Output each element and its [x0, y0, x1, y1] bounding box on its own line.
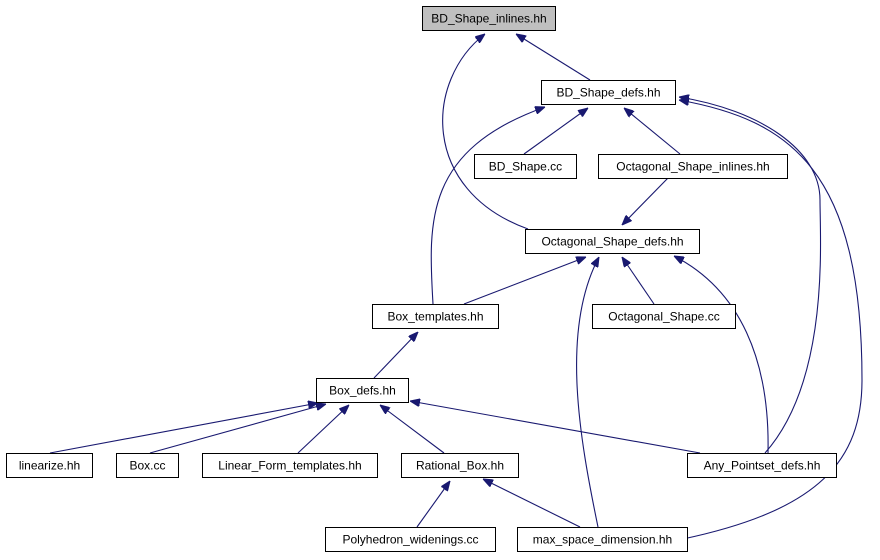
- edge-bd-shape-cc-to-bd-shape-defs: [523, 108, 588, 155]
- node-bd-shape-cc[interactable]: BD_Shape.cc: [474, 154, 577, 179]
- edge-line: [483, 479, 581, 528]
- edge-line: [410, 401, 701, 454]
- edge-max-space-dimension-to-rational-box: [483, 479, 581, 528]
- node-label: BD_Shape_defs.hh: [556, 86, 660, 100]
- node-label: Box_templates.hh: [387, 310, 483, 324]
- node-box: [116, 453, 179, 478]
- node-label: Linear_Form_templates.hh: [218, 459, 361, 473]
- node-octagonal-shape-inlines[interactable]: Octagonal_Shape_inlines.hh: [598, 154, 788, 179]
- edge-any-pointset-defs-to-box-defs: [410, 401, 701, 454]
- node-rational-box[interactable]: Rational_Box.hh: [401, 453, 519, 478]
- node-box-cc[interactable]: Box.cc: [116, 453, 179, 478]
- node-label: max_space_dimension.hh: [533, 533, 672, 547]
- node-label: Rational_Box.hh: [416, 459, 504, 473]
- edge-polyhedron-widenings-to-rational-box: [416, 481, 450, 528]
- edge-rational-box-to-box-defs: [380, 405, 445, 454]
- edge-line: [463, 257, 586, 305]
- node-linear-form-templates[interactable]: Linear_Form_templates.hh: [202, 453, 378, 478]
- edge-line: [516, 34, 591, 81]
- node-label: Polyhedron_widenings.cc: [342, 533, 478, 547]
- edge-bd-shape-defs-to-bd-shape-inlines: [516, 34, 591, 81]
- edge-line: [679, 100, 863, 540]
- edge-line: [380, 405, 445, 454]
- edge-box-cc-to-box-defs: [149, 404, 326, 454]
- node-label: BD_Shape_inlines.hh: [431, 12, 546, 26]
- edge-linear-form-templates-to-box-defs: [297, 405, 349, 454]
- node-box: [517, 527, 688, 552]
- edge-line: [297, 405, 349, 454]
- edges-layer: [49, 34, 863, 540]
- node-box: [474, 154, 577, 179]
- node-label: Octagonal_Shape.cc: [608, 310, 719, 324]
- edge-box-templates-to-octagonal-shape-defs: [463, 257, 586, 305]
- edge-line: [674, 256, 769, 454]
- node-label: linearize.hh: [19, 459, 80, 473]
- node-octagonal-shape-cc[interactable]: Octagonal_Shape.cc: [592, 304, 736, 329]
- edge-line: [416, 481, 450, 528]
- node-box: [598, 154, 788, 179]
- node-octagonal-shape-defs[interactable]: Octagonal_Shape_defs.hh: [525, 229, 700, 254]
- node-label: Box.cc: [129, 459, 165, 473]
- edge-linearize-to-box-defs: [49, 403, 318, 454]
- node-box: [325, 527, 496, 552]
- edge-line: [442, 34, 529, 230]
- node-box-defs[interactable]: Box_defs.hh: [316, 378, 409, 403]
- edge-max-space-dimension-to-bd-shape-defs: [679, 100, 863, 540]
- edge-line: [430, 107, 545, 305]
- edge-line: [679, 97, 822, 454]
- node-polyhedron-widenings[interactable]: Polyhedron_widenings.cc: [325, 527, 496, 552]
- edge-line: [373, 332, 418, 379]
- edge-box-templates-to-bd-shape-defs: [430, 107, 545, 305]
- node-box: [401, 453, 519, 478]
- edge-box-defs-to-box-templates: [373, 332, 418, 379]
- node-box: [687, 453, 837, 478]
- node-bd-shape-defs[interactable]: BD_Shape_defs.hh: [541, 80, 676, 105]
- edge-max-space-dimension-to-octagonal-shape-defs: [576, 257, 599, 528]
- edge-octagonal-shape-defs-to-bd-shape-inlines: [442, 34, 529, 230]
- node-linearize[interactable]: linearize.hh: [6, 453, 93, 478]
- node-box: [422, 6, 556, 31]
- edge-line: [622, 257, 655, 305]
- node-label: Octagonal_Shape_inlines.hh: [616, 160, 769, 174]
- edge-line: [624, 108, 681, 155]
- edge-octagonal-shape-inlines-to-octagonal-shape-defs: [622, 177, 669, 225]
- node-box: [541, 80, 676, 105]
- node-box: [525, 229, 700, 254]
- node-box: [316, 378, 409, 403]
- edge-any-pointset-defs-to-octagonal-shape-defs: [674, 256, 769, 454]
- edge-line: [149, 404, 326, 454]
- node-box-templates[interactable]: Box_templates.hh: [372, 304, 499, 329]
- edge-line: [523, 108, 588, 155]
- nodes-layer: BD_Shape_inlines.hhBD_Shape_defs.hhBD_Sh…: [6, 6, 837, 552]
- edge-octagonal-shape-inlines-to-bd-shape-defs: [624, 108, 681, 155]
- edge-line: [576, 257, 599, 528]
- node-box: [592, 304, 736, 329]
- edge-any-pointset-defs-to-bd-shape-defs: [679, 97, 822, 454]
- node-max-space-dimension[interactable]: max_space_dimension.hh: [517, 527, 688, 552]
- node-bd-shape-inlines[interactable]: BD_Shape_inlines.hh: [422, 6, 556, 31]
- node-label: BD_Shape.cc: [489, 160, 562, 174]
- node-label: Any_Pointset_defs.hh: [704, 459, 821, 473]
- node-label: Octagonal_Shape_defs.hh: [541, 235, 683, 249]
- edge-octagonal-shape-cc-to-octagonal-shape-defs: [622, 257, 655, 305]
- node-box: [6, 453, 93, 478]
- node-any-pointset-defs[interactable]: Any_Pointset_defs.hh: [687, 453, 837, 478]
- node-box: [202, 453, 378, 478]
- node-label: Box_defs.hh: [329, 384, 396, 398]
- edge-line: [49, 403, 318, 454]
- node-box: [372, 304, 499, 329]
- edge-line: [622, 177, 669, 225]
